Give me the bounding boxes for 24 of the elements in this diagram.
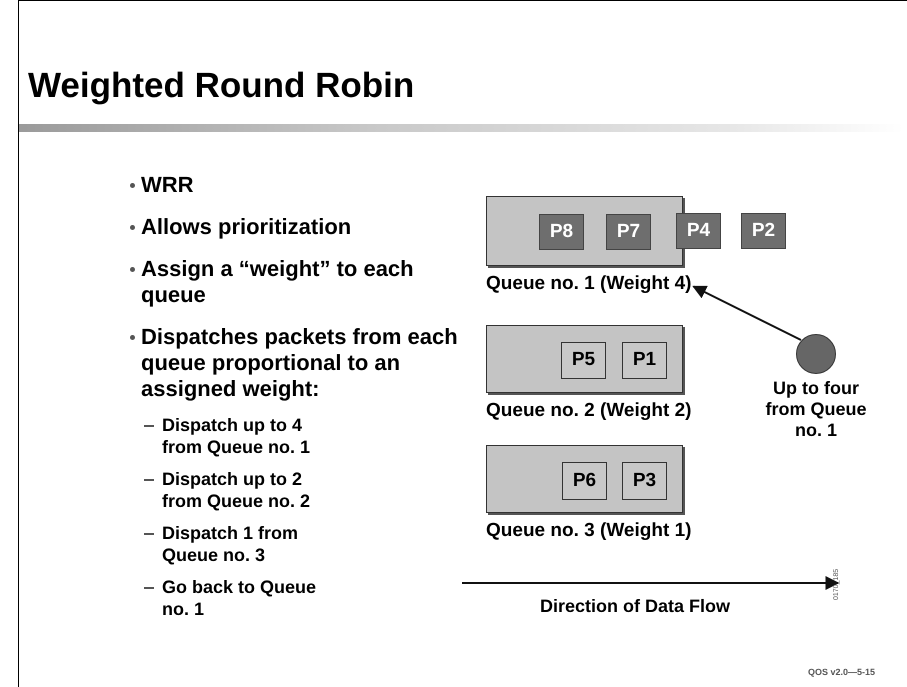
bullet-text: Dispatches packets from each queue proportional to an assigned weight: <box>141 324 459 402</box>
arrow <box>692 286 802 341</box>
sub-bullet-text: Dispatch 1 from Queue no. 3 <box>162 522 300 566</box>
queue-label: Queue no. 1 (Weight 4) <box>486 272 692 296</box>
packet-box: P3 <box>622 462 667 500</box>
sub-bullet-text: Dispatch up to 2 from Queue no. 2 <box>162 468 312 512</box>
sub-bullet-text: Go back to Queue no. 1 <box>162 576 318 620</box>
page-number: QOS v2.0—5-15 <box>808 666 876 679</box>
packet-box: P2 <box>741 213 786 249</box>
bullet-text: Allows prioritization <box>141 214 352 240</box>
queue-label: Queue no. 2 (Weight 2) <box>486 399 692 423</box>
axis-label: Direction of Data Flow <box>540 595 730 618</box>
packet-box: P6 <box>562 462 607 500</box>
queue-label: Queue no. 3 (Weight 1) <box>486 519 692 543</box>
marker-label: Up to four from Queue no. 1 <box>764 378 868 441</box>
sub-bullet-text: Dispatch up to 4 from Queue no. 1 <box>162 414 312 458</box>
packet-box: P8 <box>539 214 584 250</box>
slide-title: Weighted Round Robin <box>28 68 414 103</box>
packet-box: P5 <box>561 342 606 379</box>
bullet-text: Assign a “weight” to each queue <box>141 256 415 308</box>
packet-box: P1 <box>622 342 667 379</box>
packet-box: P4 <box>676 213 721 249</box>
bullet-text: WRR <box>141 172 194 198</box>
packet-box: P7 <box>606 214 651 250</box>
